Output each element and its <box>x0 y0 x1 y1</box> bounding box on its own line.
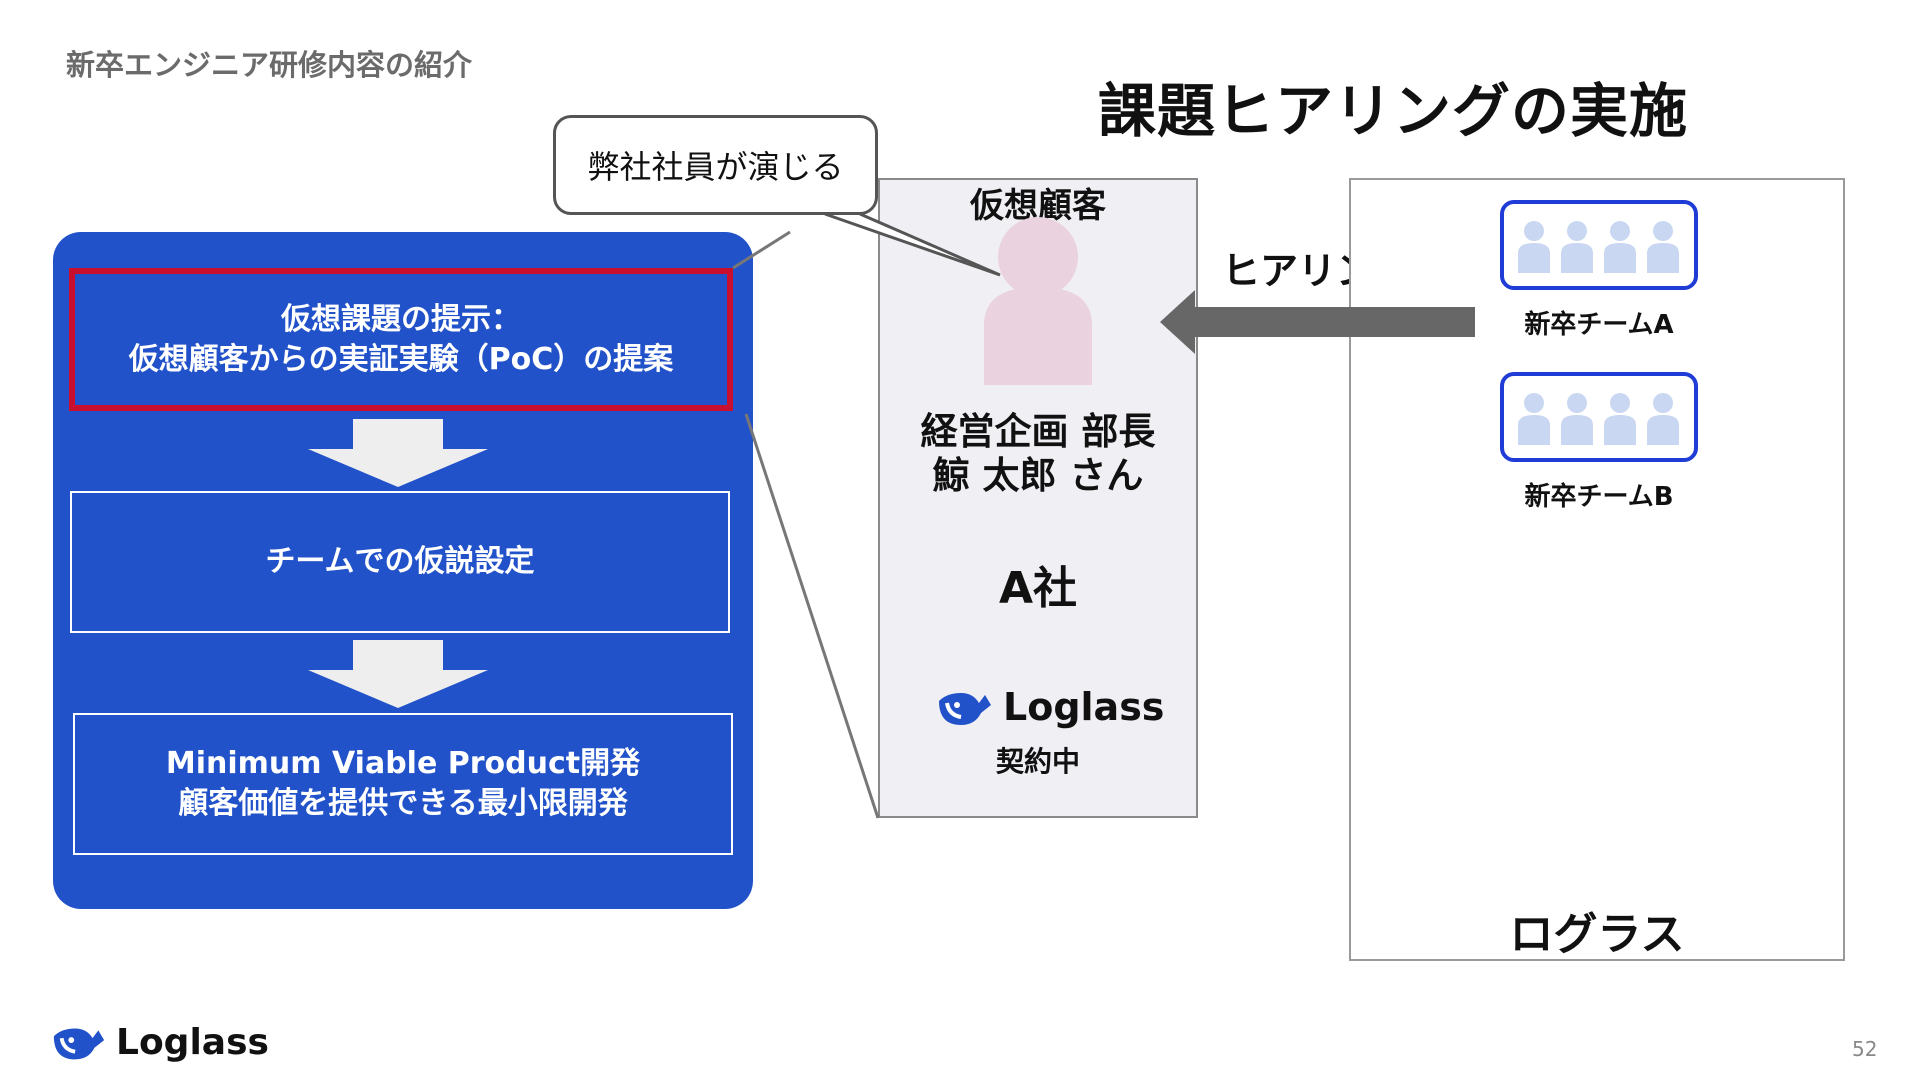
whale-logo-icon <box>939 693 991 725</box>
process-step-1: 仮想課題の提示： 仮想顧客からの実証実験（PoC）の提案 <box>69 268 733 411</box>
footer-brand-name: Loglass <box>116 1021 269 1063</box>
team-members-icon <box>1518 393 1679 445</box>
team-a-box <box>1500 200 1698 290</box>
process-step-1-line2: 仮想顧客からの実証実験（PoC）の提案 <box>128 341 674 377</box>
customer-brand-name: Loglass <box>1003 685 1165 729</box>
down-arrow-icon <box>308 419 488 487</box>
footer-brand-logo: Loglass <box>50 1020 269 1064</box>
header-title: 新卒エンジニア研修内容の紹介 <box>66 48 473 82</box>
customer-brand-logo: Loglass <box>935 685 1164 729</box>
page-number: 52 <box>1852 1037 1878 1061</box>
slide-title: 課題ヒアリングの実施 <box>1098 77 1689 145</box>
contract-status: 契約中 <box>995 745 1080 778</box>
team-members-icon <box>1518 221 1679 273</box>
customer-role: 経営企画 部長 鯨 太郎 さん <box>878 410 1198 498</box>
customer-role-line1: 経営企画 部長 <box>920 410 1156 453</box>
customer-company: A社 <box>998 563 1078 614</box>
speech-bubble: 弊社社員が演じる <box>553 115 878 215</box>
loglass-company-label: ログラス <box>1509 909 1685 960</box>
team-b-label: 新卒チームB <box>1524 482 1674 512</box>
team-a-label: 新卒チームA <box>1524 310 1674 340</box>
process-step-1-line1: 仮想課題の提示： <box>281 301 521 337</box>
process-step-3-line1: Minimum Viable Product開発 <box>165 746 641 781</box>
customer-role-line2: 鯨 太郎 さん <box>932 454 1144 497</box>
down-arrow-icon <box>308 640 488 708</box>
process-panel: 仮想課題の提示： 仮想顧客からの実証実験（PoC）の提案 チームでの仮説設定 M… <box>53 232 753 909</box>
process-step-2-line1: チームでの仮説設定 <box>265 544 535 579</box>
customer-person-icon <box>984 217 1092 385</box>
whale-logo-icon <box>53 1028 105 1060</box>
process-step-3-line2: 顧客価値を提供できる最小限開発 <box>178 786 628 821</box>
process-step-3: Minimum Viable Product開発 顧客価値を提供できる最小限開発 <box>73 713 733 855</box>
zoom-connector-line <box>744 413 880 819</box>
process-step-2: チームでの仮説設定 <box>70 491 730 633</box>
team-b-box <box>1500 372 1698 462</box>
loglass-panel <box>1349 178 1845 961</box>
speech-bubble-text: 弊社社員が演じる <box>587 148 844 186</box>
